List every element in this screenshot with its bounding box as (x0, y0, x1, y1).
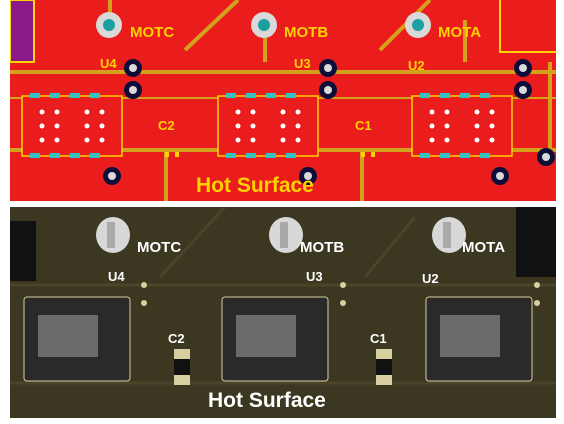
connector-right (516, 207, 556, 277)
capacitors (174, 349, 392, 385)
pcb-layout-view: MOTC MOTB MOTA U4 U3 U2 C2 C1 Hot Surfac… (10, 0, 556, 201)
ref-c2: C2 (158, 118, 175, 133)
hot-surface-warning-3d: Hot Surface (208, 389, 326, 412)
board-outline (499, 0, 556, 53)
net-label-motb: MOTB (284, 24, 329, 41)
ic-packages (23, 296, 533, 382)
ref-u2: U2 (408, 58, 425, 73)
thermal-vias (39, 109, 495, 143)
footprint-u4 (21, 95, 123, 157)
motor-terminals (96, 217, 466, 253)
ref-c1: C1 (355, 118, 372, 133)
ref-c2-3d: C2 (168, 331, 185, 346)
pcb-3d-artwork (10, 207, 556, 385)
ref-u2-3d: U2 (422, 271, 439, 286)
connector-left (10, 221, 36, 281)
net-label-mota-3d: MOTA (462, 239, 506, 256)
footprint-u3 (217, 95, 319, 157)
chip-u2-pad (440, 315, 500, 357)
through-vias (103, 59, 555, 185)
capacitor-pads (165, 152, 375, 157)
pad-motc-hole (103, 19, 115, 31)
connector-footprint (10, 0, 35, 63)
ref-u4-3d: U4 (108, 269, 125, 284)
hot-surface-warning: Hot Surface (196, 174, 314, 197)
pcb-3d-render-view: MOTC MOTB MOTA U4 U3 U2 C2 C1 Hot Surfac… (10, 207, 556, 418)
ref-u3-3d: U3 (306, 269, 323, 284)
ref-u4: U4 (100, 56, 117, 71)
net-label-motc: MOTC (130, 24, 175, 41)
board-traces (10, 207, 556, 385)
pcb-layout-artwork (10, 0, 556, 201)
chip-u4-pad (38, 315, 98, 357)
pad-motb-hole (258, 19, 270, 31)
motor-pads (96, 12, 431, 38)
net-label-mota: MOTA (438, 24, 482, 41)
smd-pads (30, 93, 490, 158)
footprint-u2 (411, 95, 513, 157)
ic-footprints (21, 95, 513, 157)
net-label-motc-3d: MOTC (137, 239, 182, 256)
ref-u3: U3 (294, 56, 311, 71)
pad-mota-hole (412, 19, 424, 31)
net-label-motb-3d: MOTB (300, 239, 345, 256)
ic-side-holes (141, 282, 540, 306)
chip-u3-pad (236, 315, 296, 357)
ref-c1-3d: C1 (370, 331, 387, 346)
